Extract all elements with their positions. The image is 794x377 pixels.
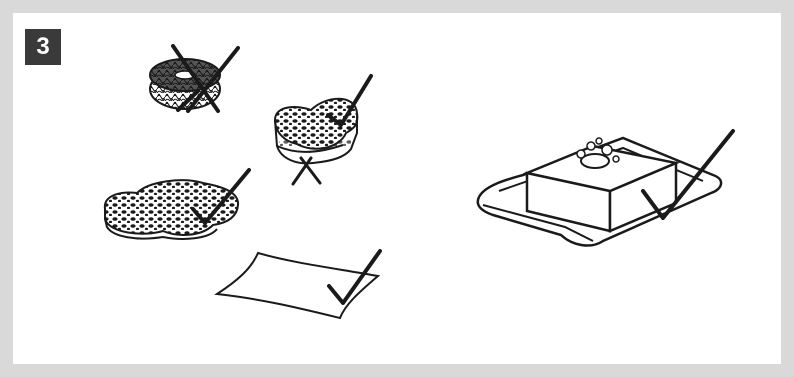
instruction-panel: 3 [13,13,781,364]
illustration [13,13,781,364]
foam-sponge-thick [275,99,357,164]
